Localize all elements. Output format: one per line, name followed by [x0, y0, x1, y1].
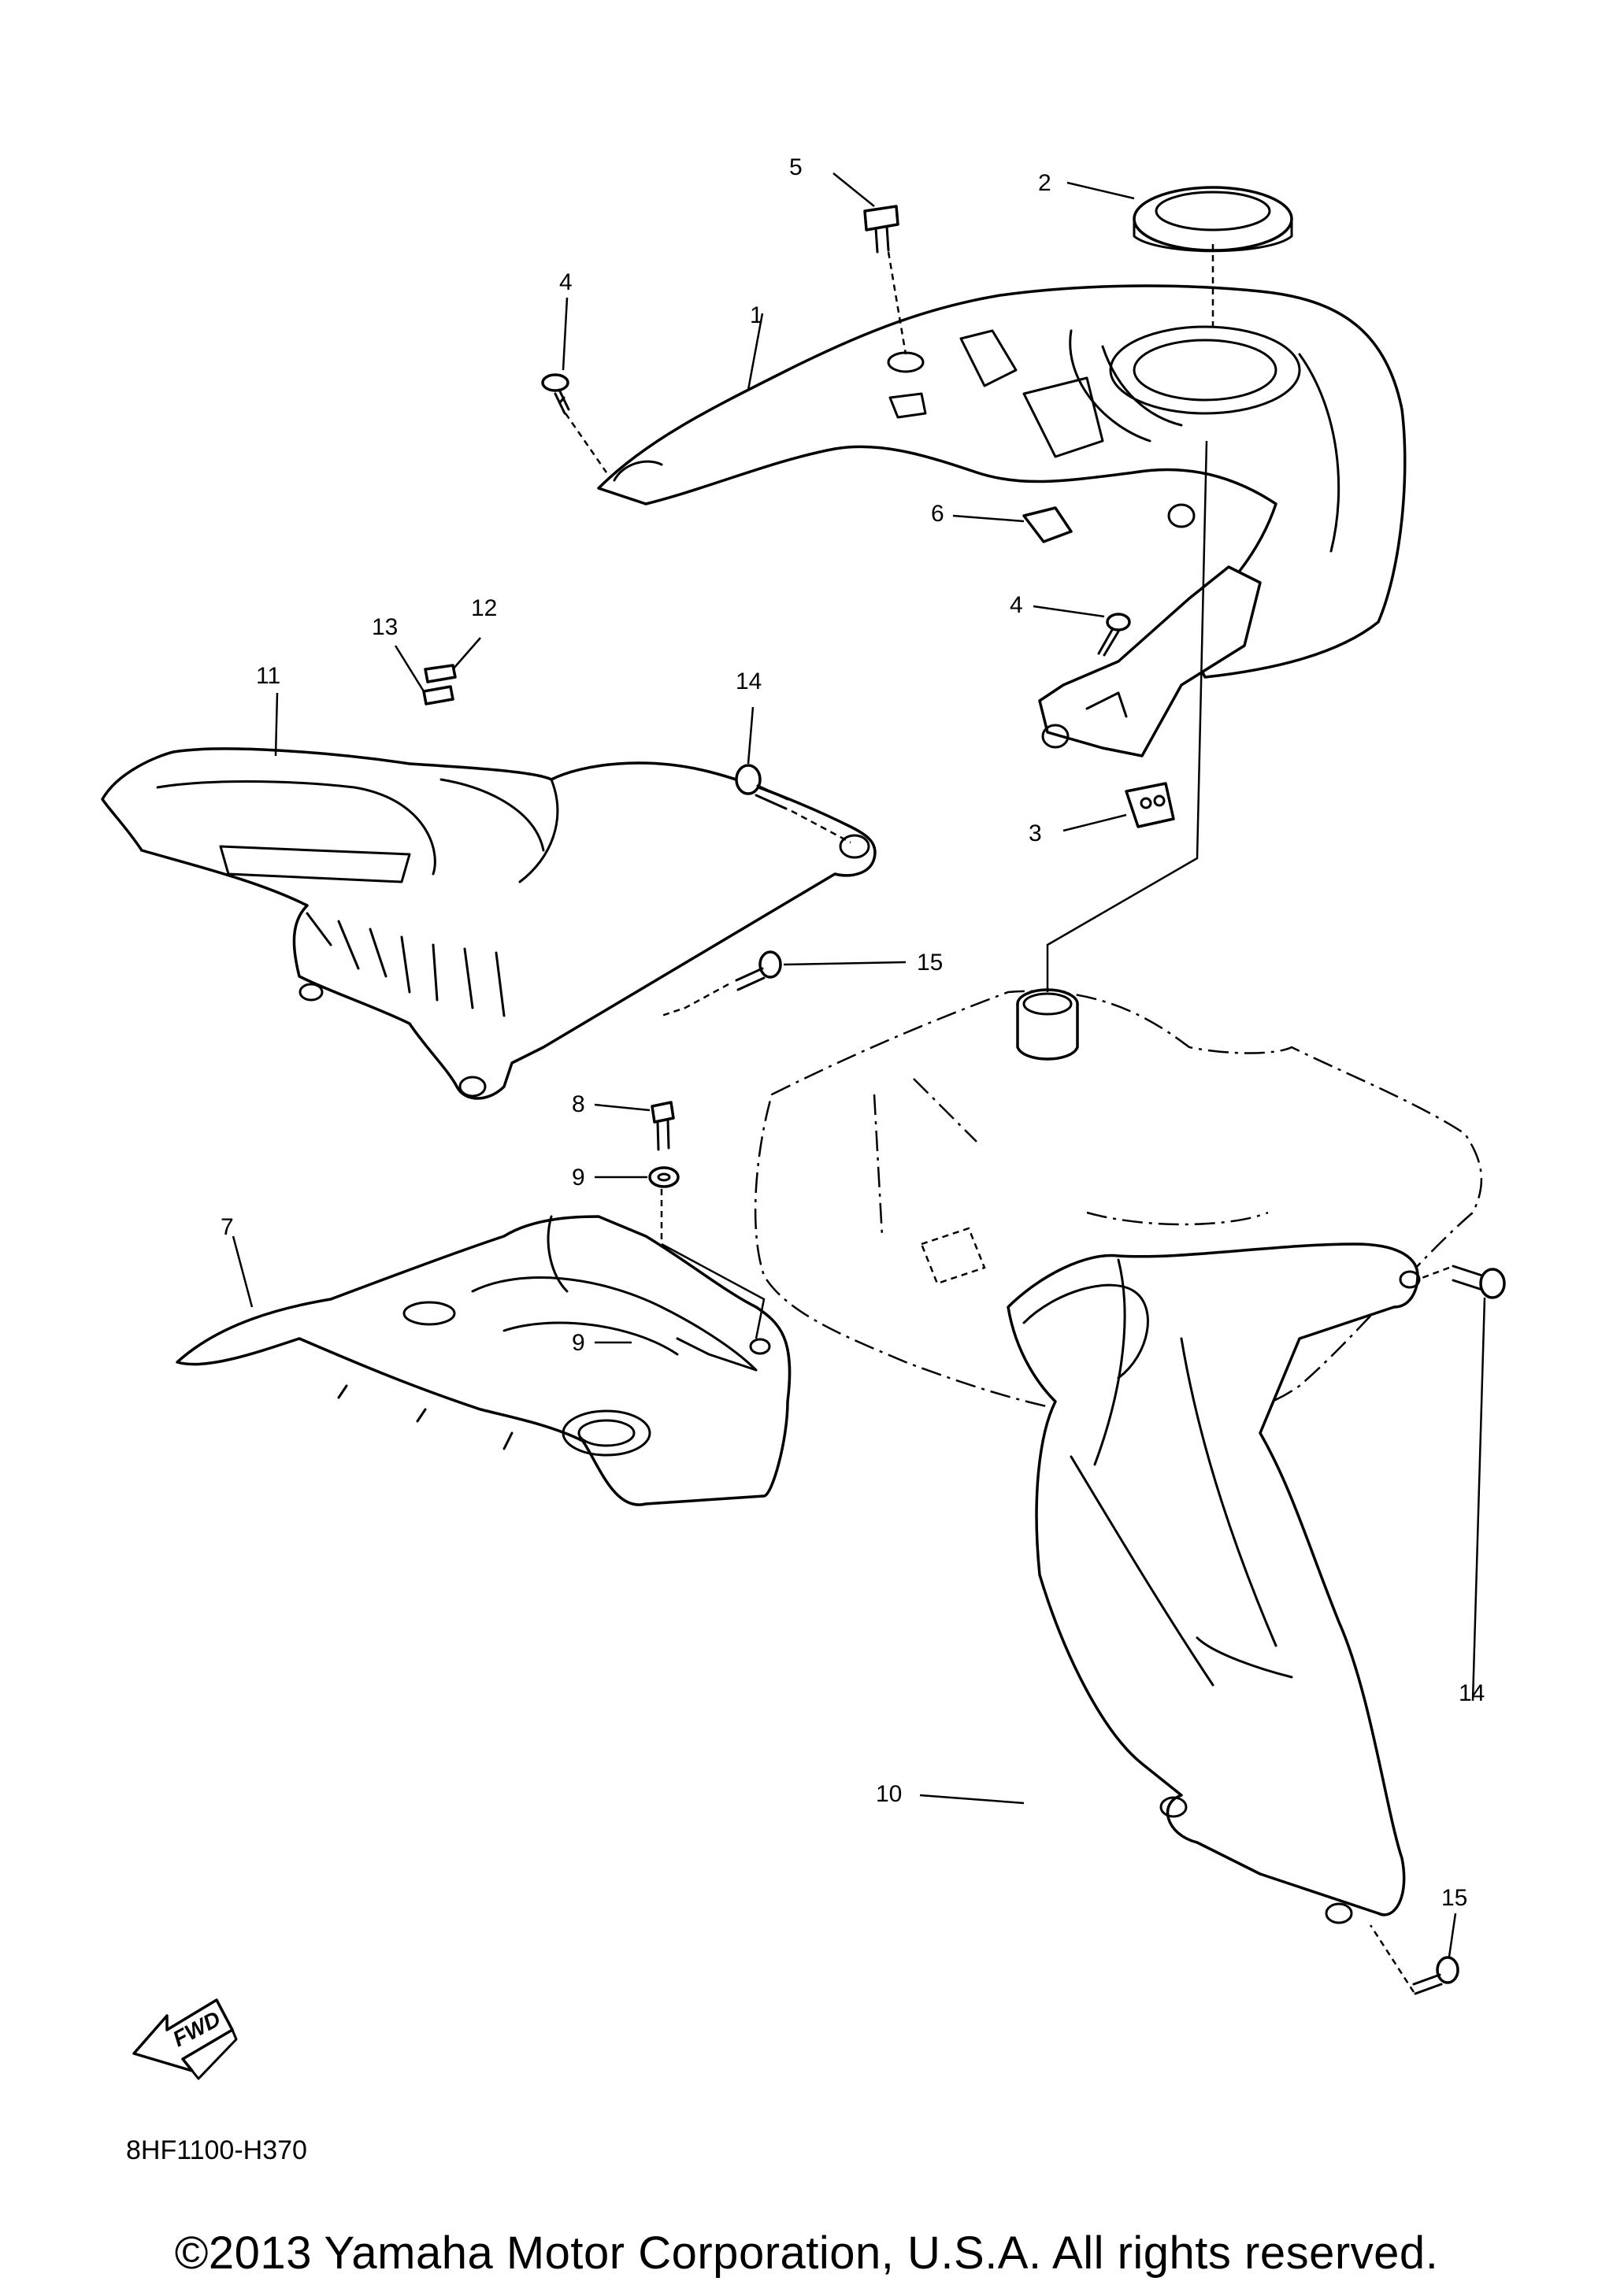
- part-2-grommet[interactable]: [1133, 186, 1293, 253]
- part-6-nut[interactable]: [1022, 506, 1073, 543]
- copyright-notice: ©2013 Yamaha Motor Corporation, U.S.A. A…: [174, 2227, 1439, 2279]
- callout-4-right: 4: [1010, 592, 1023, 618]
- callout-12: 12: [471, 595, 497, 621]
- callout-2: 2: [1038, 170, 1051, 196]
- part-1-tank-cover[interactable]: [597, 284, 1407, 757]
- part-8-bolt[interactable]: [651, 1101, 675, 1151]
- part-15-bolt-upper[interactable]: [735, 950, 782, 991]
- callout-3: 3: [1029, 820, 1042, 846]
- callout-15-upper: 15: [917, 950, 943, 976]
- part-10-side-cover[interactable]: [1007, 1242, 1421, 1924]
- callout-9-lower: 9: [572, 1330, 585, 1356]
- callout-1: 1: [750, 302, 763, 328]
- part-13-pad[interactable]: [422, 685, 454, 705]
- callout-labels: 1 2 3 4 4 5 6 7 8 9 9 10 11 12 13 14 14 …: [221, 154, 1485, 1911]
- callout-11: 11: [256, 663, 280, 689]
- callout-9-upper: 9: [572, 1165, 585, 1191]
- part-15-bolt-lower[interactable]: [1412, 1956, 1459, 1995]
- part-14-screw-left[interactable]: [735, 764, 789, 810]
- fwd-arrow-icon: FWD: [132, 1998, 238, 2080]
- callout-5: 5: [789, 154, 803, 180]
- callout-4-left: 4: [559, 269, 573, 295]
- callout-leaders: [232, 172, 1486, 1957]
- part-3-clip[interactable]: [1125, 782, 1175, 828]
- fuel-tank-outline: [754, 990, 1483, 1423]
- callout-14-lower: 14: [1459, 1680, 1485, 1706]
- callout-15-lower: 15: [1441, 1885, 1467, 1911]
- callout-10: 10: [876, 1781, 902, 1807]
- part-5-bolt[interactable]: [863, 205, 899, 254]
- callout-13: 13: [372, 614, 398, 640]
- part-7-front-cover[interactable]: [176, 1215, 792, 1506]
- callout-7: 7: [221, 1214, 234, 1240]
- callout-8: 8: [572, 1091, 585, 1117]
- part-12-pad[interactable]: [424, 664, 457, 683]
- part-4-screw-right[interactable]: [1097, 613, 1131, 657]
- assembly-lines: [564, 244, 1450, 1993]
- callout-14-upper: 14: [736, 668, 762, 694]
- part-4-screw-left[interactable]: [541, 373, 570, 415]
- part-9-washer-upper[interactable]: [648, 1166, 680, 1188]
- part-14-screw-right[interactable]: [1452, 1265, 1506, 1299]
- fuel-filler-neck: [1016, 988, 1079, 1061]
- drawing-code: 8HF1100-H370: [126, 2135, 307, 2165]
- part-11-side-cover[interactable]: [101, 747, 877, 1100]
- callout-6: 6: [931, 501, 944, 527]
